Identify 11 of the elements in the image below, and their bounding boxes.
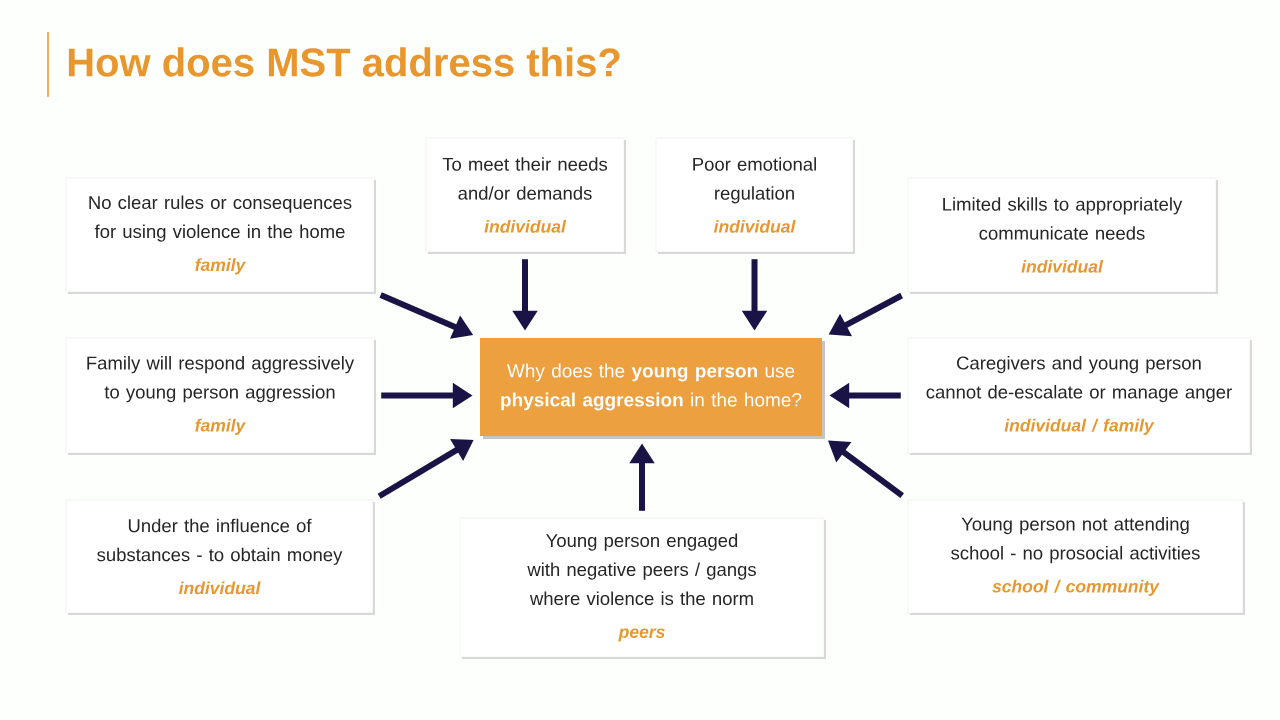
cause-box: Under the influence of substances - to obtain money individual bbox=[65, 499, 375, 615]
question-box: Why does the young person use physical aggression in the home? bbox=[480, 338, 825, 439]
cause-box: Limited skills to appropriately communicate needs individual bbox=[907, 177, 1218, 294]
cause-box: Family will respond aggressively to young person aggression family bbox=[65, 337, 376, 455]
cause-box: To meet their needs and/or demands individual bbox=[425, 137, 626, 254]
cause-box: Poor emotional regulation individual bbox=[655, 137, 855, 254]
slide-title: How does MST address this? bbox=[68, 47, 620, 77]
cause-box: No clear rules or consequences for using violence in the home family bbox=[65, 177, 376, 294]
cause-box: Caregivers and young person cannot de-escalate or manage anger individual / family bbox=[907, 337, 1252, 455]
cause-box: Young person not attending school - no prosocial activities school / community bbox=[907, 499, 1245, 615]
cause-box: Young person engaged with negative peers / gangs where violence is the norm peers bbox=[459, 517, 826, 659]
